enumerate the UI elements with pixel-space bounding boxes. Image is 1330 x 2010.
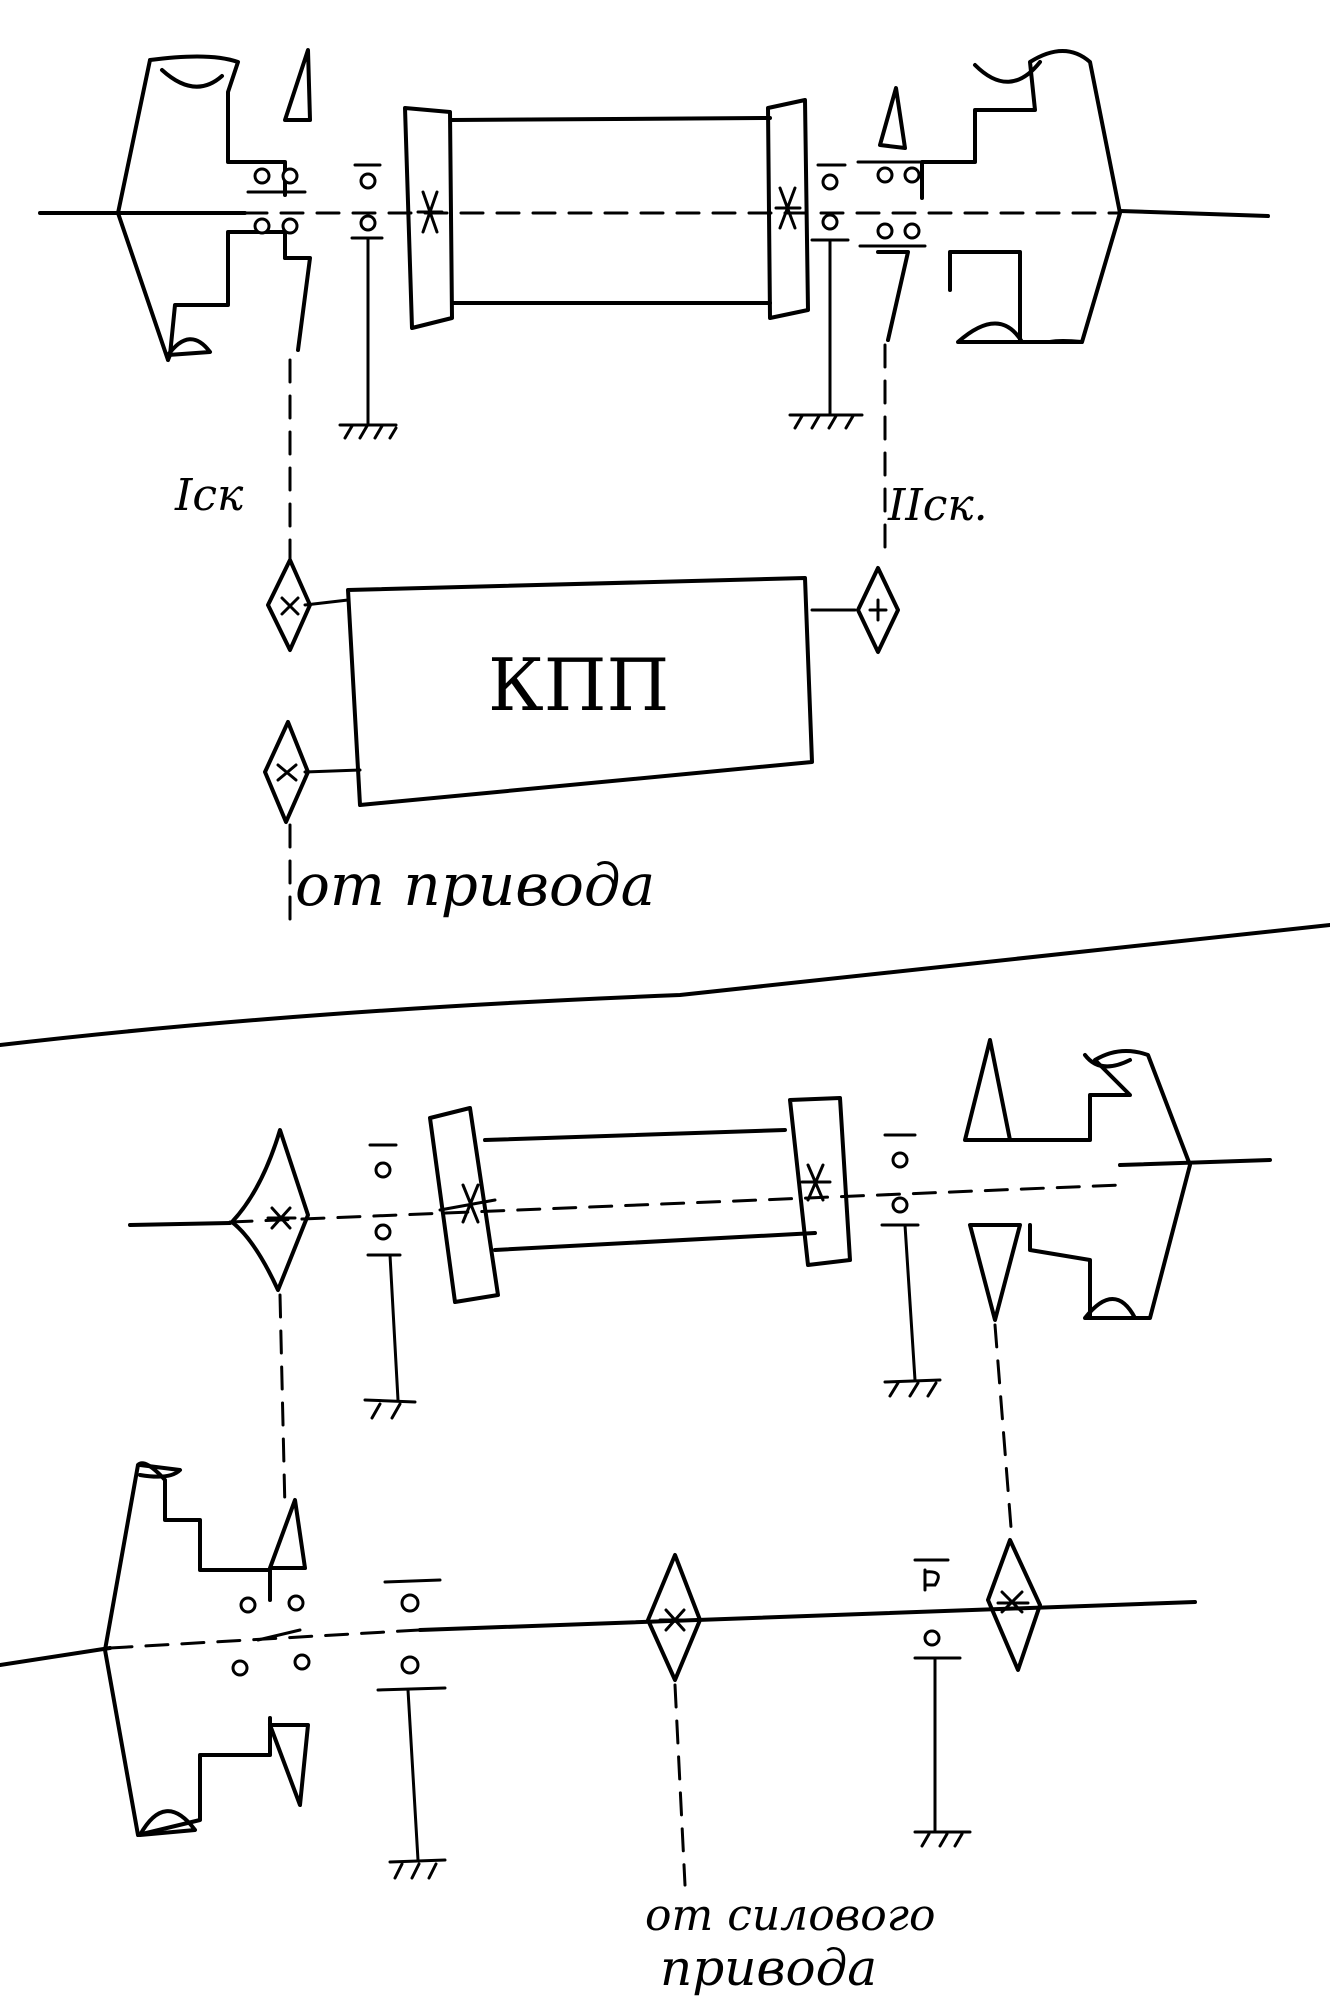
label-shaft2: IIск. [887,480,988,531]
lower-shaft-axis-right [418,1600,1197,1632]
upper-gear-wheel-right [788,1096,852,1267]
lower-spindle-gear-bottom [268,1723,310,1807]
lower-coupling-power-drive [646,1553,702,1682]
upper-coupling-left [230,1128,310,1292]
coupling-drive-input [263,720,310,824]
right-spindle-recess-top [973,60,1042,84]
link-upper-left-down [278,1293,287,1512]
upper-shaft-axis-dashed [228,1183,1122,1224]
link-power-drive [673,1683,687,1887]
right-spindle-body [920,49,1122,344]
right-spindle-recess-bottom [956,321,1024,344]
tube-top [450,116,772,122]
upper-spindle-gear-bottom [968,1223,1022,1322]
label-from-power-drive-line1: от силового [645,1890,936,1941]
top-shaft-axis-right [1118,209,1270,218]
label-from-power-drive-line2: привода [660,1939,877,1997]
link-upper-right-down [993,1323,1014,1542]
lower-spindle-bearings [231,1594,311,1677]
left-support-bearing [338,163,398,440]
coupling-shaft1 [266,558,312,652]
left-spindle-recess-bottom [166,337,212,357]
left-spindle-recess-top [160,68,224,89]
left-spindle-gear-bottom [283,256,312,352]
bottom-lower-shaft: от силового привода [0,1461,1197,1997]
upper-spindle-recess-bottom [1083,1297,1137,1320]
gearbox-label: КПП [488,643,669,727]
upper-shaft-axis-right [1118,1158,1272,1167]
top-scheme: Iск IIск. КПП от привода [38,48,1270,932]
lower-spindle-body [103,1461,272,1837]
upper-spindle-recess-top [1083,1053,1132,1069]
left-spindle-gear-top [283,48,312,122]
left-spindle-bearings [246,167,307,235]
gearbox-box [346,576,814,807]
right-gear-wheel [766,98,810,320]
upper-tube-top [483,1128,787,1142]
upper-shaft-axis-left [128,1221,232,1227]
bottom-upper-shaft [128,1038,1272,1542]
right-spindle-gear-top [878,86,907,150]
upper-gear-wheel-left [428,1106,500,1304]
upper-tube-bottom [493,1231,817,1252]
label-from-drive: от привода [295,851,655,919]
section-divider [0,923,1330,1047]
lower-shaft-axis-left [0,1646,112,1667]
upper-gear-key-right [800,1163,832,1202]
upper-gear-key-left [438,1183,497,1224]
right-spindle-bearings [856,160,932,248]
label-shaft1: Iск [174,470,244,521]
lower-spindle-recess-top [138,1463,182,1479]
right-spindle-gear-bottom [876,250,910,342]
coupling-shaft2 [856,566,900,654]
lower-spindle-gear-top [268,1498,307,1570]
left-gear-key [416,190,444,234]
lower-coupling-right [986,1538,1042,1672]
upper-bearing-left [363,1143,417,1420]
left-gear-wheel [403,106,454,330]
upper-bearing-right [880,1133,942,1398]
lower-spindle-recess-bottom [138,1809,197,1837]
left-spindle-body [116,54,287,362]
right-support-bearing [788,163,864,430]
lower-bearing-left [376,1578,447,1880]
lower-bearing-right [913,1558,972,1848]
gearbox-input-bottom [303,768,362,774]
upper-spindle-gear-top [963,1038,1012,1142]
right-gear-key [774,186,802,230]
gearbox-input-top [303,598,350,607]
